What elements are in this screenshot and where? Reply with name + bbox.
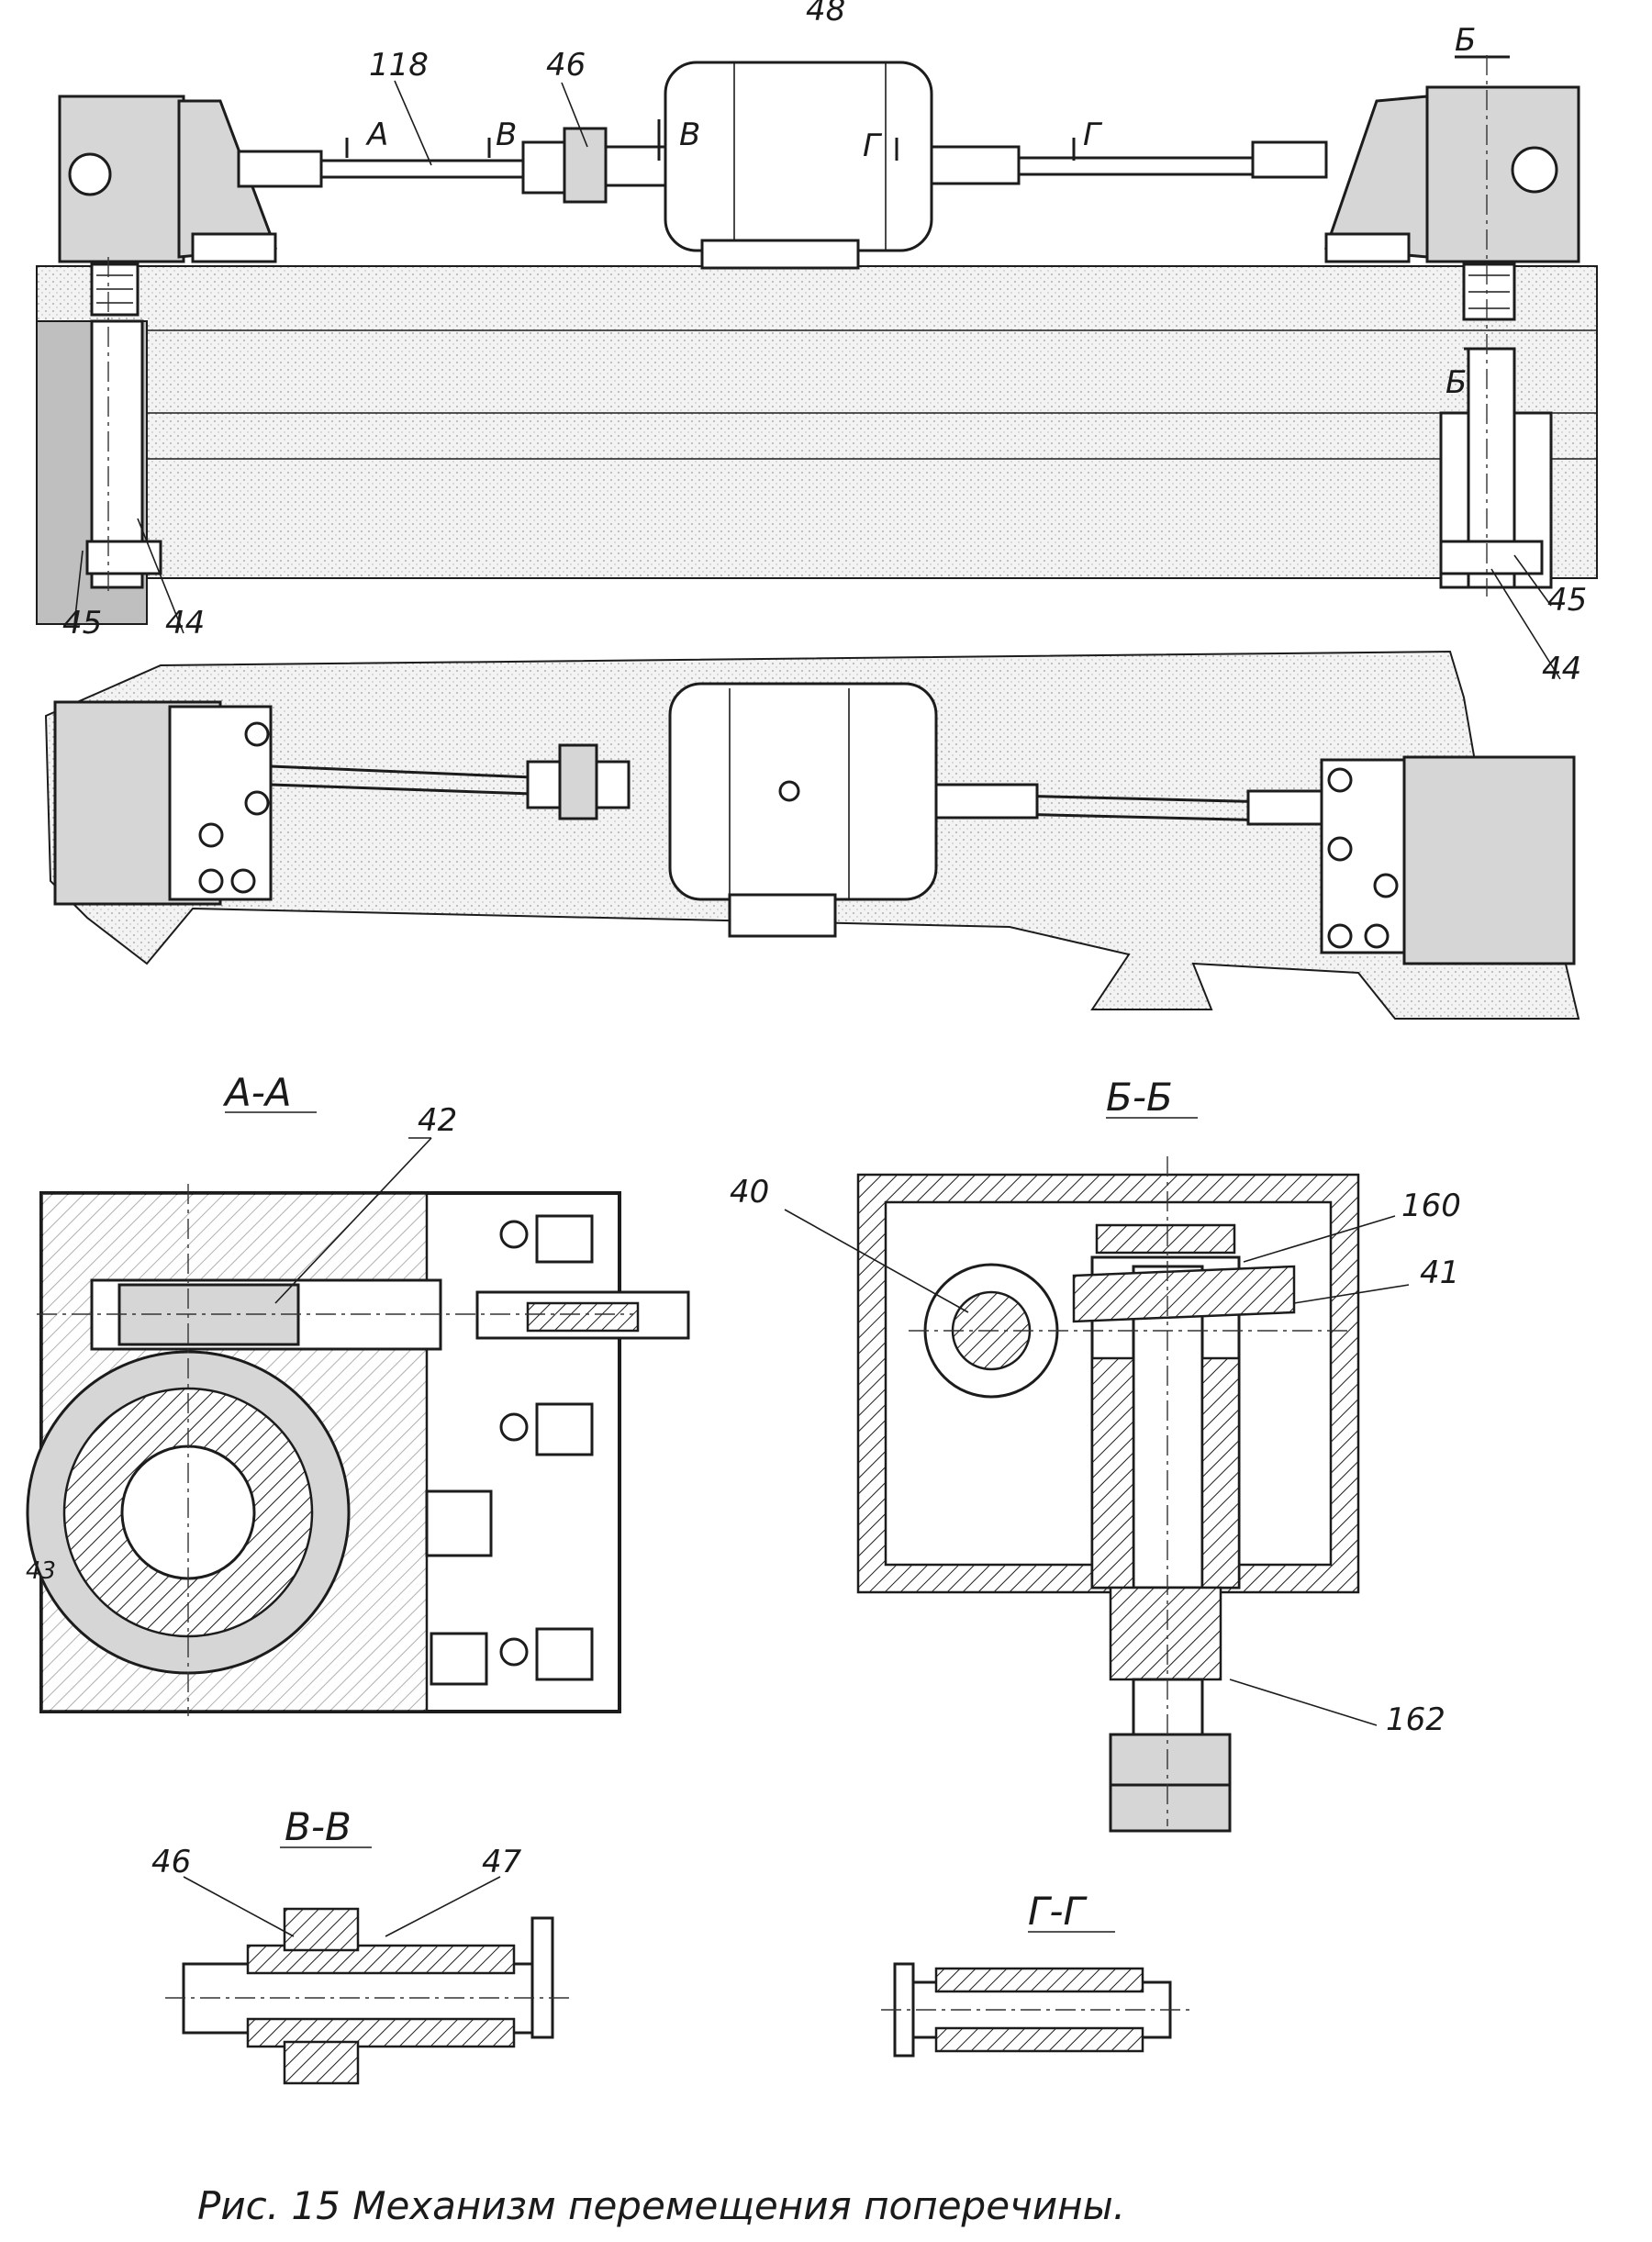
elevation-view (36, 55, 1598, 680)
section-bb: Б-Б 40 160 41 162 (730, 1075, 1461, 1833)
part-label-162: 162 (1386, 1701, 1446, 1738)
section-mark-g-right: Г (1083, 117, 1103, 153)
section-gg-title: Г-Г (1028, 1889, 1088, 1934)
section-vv-title: В-В (285, 1804, 352, 1849)
plan-view (44, 650, 1580, 1020)
part-label-42: 42 (418, 1102, 457, 1139)
section-mark-b-bottom: Б (1446, 364, 1467, 401)
section-mark-b-top: Б (1455, 22, 1476, 59)
part-label-160: 160 (1401, 1188, 1461, 1224)
section-bb-title: Б-Б (1106, 1075, 1173, 1120)
figure-caption: Рис. 15 Механизм перемещения поперечины. (197, 2183, 1125, 2228)
section-aa: А-А 42 43 (26, 1070, 690, 1716)
section-mark-g-left: Г (863, 128, 883, 164)
part-label-45-left: 45 (62, 605, 102, 641)
part-label-45-right: 45 (1547, 582, 1587, 619)
part-label-46: 46 (546, 47, 586, 84)
part-label-43: 43 (26, 1557, 56, 1585)
part-label-40: 40 (730, 1174, 769, 1210)
section-mark-a: А (365, 117, 388, 153)
section-vv: В-В 46 47 (151, 1804, 569, 2085)
page-number: 48 (806, 0, 845, 28)
part-label-47: 47 (482, 1844, 522, 1880)
part-label-41: 41 (1420, 1255, 1459, 1291)
elevation-labels: 118 46 44 45 44 45 А В В Г Г Б Б (62, 22, 1587, 687)
section-mark-v-right: В (679, 117, 700, 153)
section-aa-title: А-А (222, 1070, 292, 1115)
section-mark-v-left: В (496, 117, 517, 153)
part-label-118: 118 (369, 47, 429, 84)
part-label-44-right: 44 (1542, 651, 1581, 687)
section-gg: Г-Г (881, 1889, 1193, 2058)
part-label-46-section: 46 (151, 1844, 191, 1880)
part-label-44-left: 44 (165, 605, 205, 641)
